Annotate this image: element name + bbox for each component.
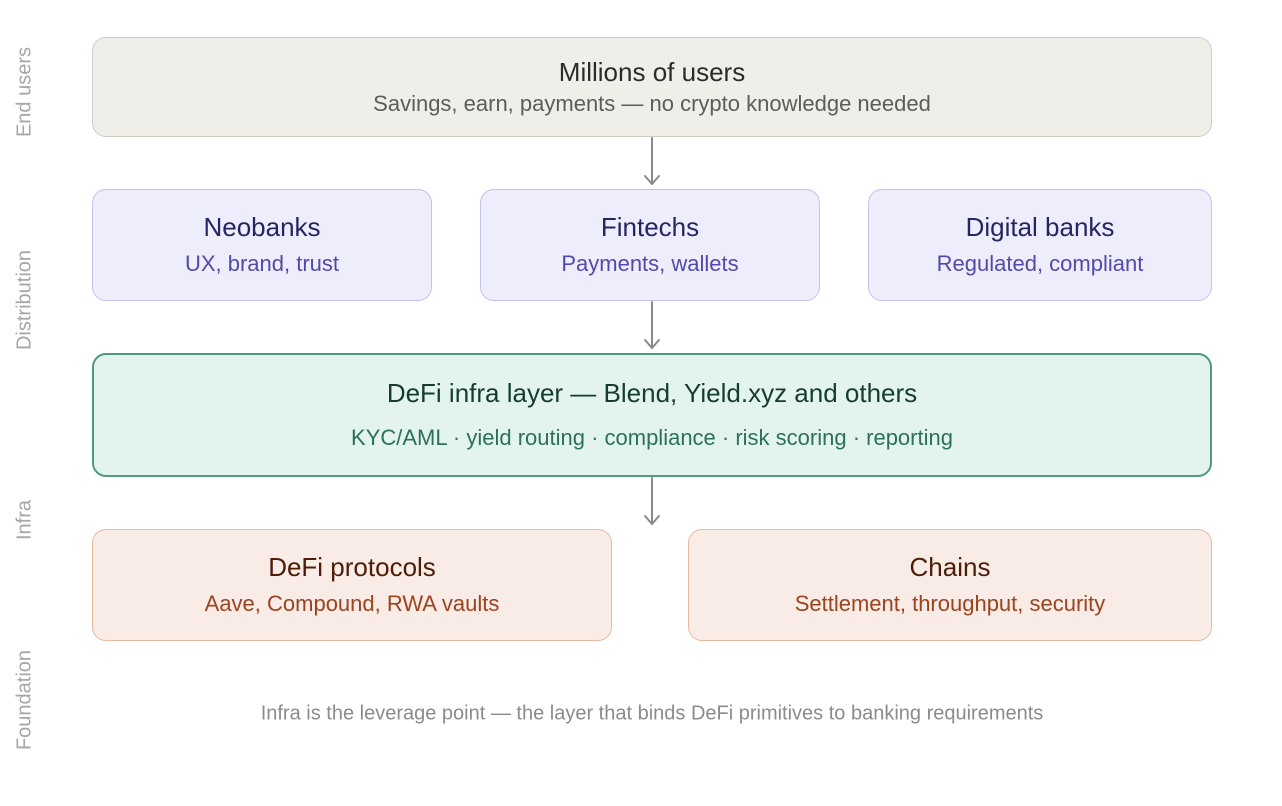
users-subtitle: Savings, earn, payments — no crypto know… — [373, 90, 931, 116]
infra-box: DeFi infra layer — Blend, Yield.xyz and … — [92, 353, 1212, 477]
defi-protocols-title: DeFi protocols — [268, 552, 436, 583]
digital-banks-title: Digital banks — [965, 212, 1115, 243]
infra-title: DeFi infra layer — Blend, Yield.xyz and … — [386, 378, 918, 409]
chains-title: Chains — [909, 552, 991, 583]
arrow-distribution-to-infra — [644, 301, 660, 349]
defi-protocols-subtitle: Aave, Compound, RWA vaults — [204, 591, 500, 617]
infra-subtitle: KYC/AML · yield routing · compliance · r… — [351, 425, 953, 451]
fintechs-box: Fintechs Payments, wallets — [480, 189, 820, 301]
chains-box: Chains Settlement, throughput, security — [688, 529, 1212, 641]
fintechs-subtitle: Payments, wallets — [561, 251, 739, 277]
digital-banks-box: Digital banks Regulated, compliant — [868, 189, 1212, 301]
digital-banks-subtitle: Regulated, compliant — [936, 251, 1144, 277]
arrow-users-to-distribution — [644, 137, 660, 185]
users-box: Millions of users Savings, earn, payment… — [92, 37, 1212, 137]
fintechs-title: Fintechs — [600, 212, 700, 243]
arrow-infra-to-foundation — [644, 477, 660, 525]
neobanks-title: Neobanks — [203, 212, 321, 243]
neobanks-box: Neobanks UX, brand, trust — [92, 189, 432, 301]
diagram-caption: Infra is the leverage point — the layer … — [260, 702, 1044, 725]
chains-subtitle: Settlement, throughput, security — [794, 591, 1106, 617]
users-title: Millions of users — [558, 56, 746, 87]
neobanks-subtitle: UX, brand, trust — [184, 251, 340, 277]
defi-protocols-box: DeFi protocols Aave, Compound, RWA vault… — [92, 529, 612, 641]
